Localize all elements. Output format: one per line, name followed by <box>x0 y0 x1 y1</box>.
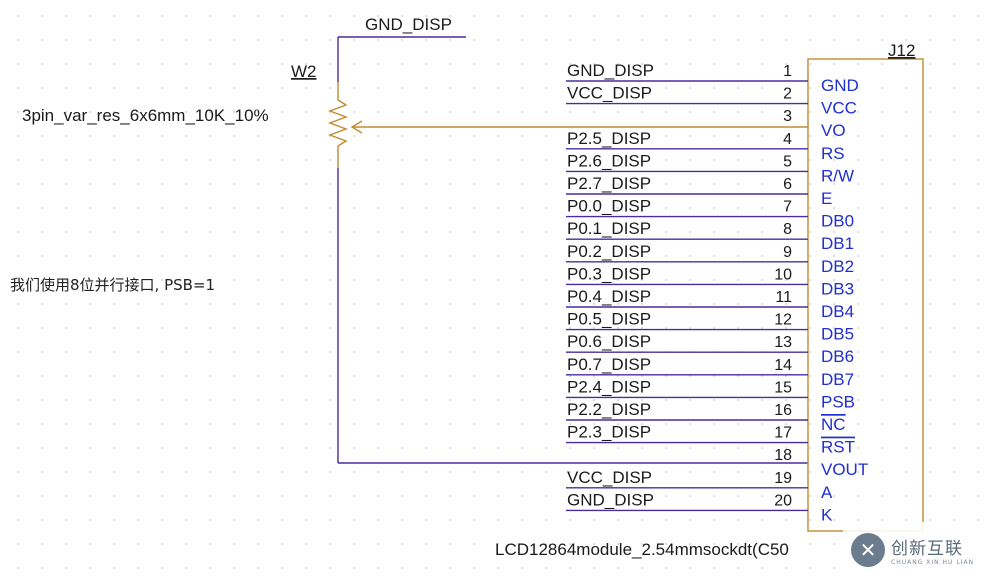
net-label: P0.1_DISP <box>567 219 651 238</box>
connector-designator: J12 <box>888 41 915 60</box>
net-label: GND_DISP <box>567 490 654 509</box>
pin-number: 17 <box>774 425 792 442</box>
pin-name: VCC <box>821 99 857 118</box>
pot-designator: W2 <box>291 62 317 81</box>
pin-number: 7 <box>783 199 792 216</box>
net-label: VCC_DISP <box>567 468 652 487</box>
net-label: P0.6_DISP <box>567 332 651 351</box>
pin-number: 13 <box>774 334 792 351</box>
pin-number: 10 <box>774 266 792 283</box>
pin-number: 11 <box>775 289 792 306</box>
pin-number: 3 <box>783 108 792 125</box>
net-label: P2.5_DISP <box>567 129 651 148</box>
pin-name: VOUT <box>821 460 868 479</box>
pot-top-net-label: GND_DISP <box>365 15 452 34</box>
pin-name: GND <box>821 76 859 95</box>
pin-name: VO <box>821 121 846 140</box>
net-label: P2.4_DISP <box>567 377 651 396</box>
net-label: P0.4_DISP <box>567 287 651 306</box>
pin-name: E <box>821 189 832 208</box>
pin-number: 4 <box>783 131 792 148</box>
net-label: GND_DISP <box>567 61 654 80</box>
pin-number: 19 <box>774 470 792 487</box>
pin-name: DB7 <box>821 370 854 389</box>
net-label: P0.0_DISP <box>567 197 651 216</box>
pin-name: RST <box>821 438 855 457</box>
pin-row-3[interactable]: 3VO <box>783 108 845 140</box>
pin-name: DB4 <box>821 302 854 321</box>
potentiometer-w2[interactable]: GND_DISP W2 3pin_var_res_6x6mm_10K_10% <box>22 15 808 464</box>
watermark: ✕ 创新互联 CHUANG XIN HU LIAN <box>843 522 990 577</box>
pin-name: DB2 <box>821 257 854 276</box>
pin-name: A <box>821 483 833 502</box>
pin-name: NC <box>821 415 846 434</box>
pin-number: 14 <box>774 357 792 374</box>
pin-number: 5 <box>783 153 792 170</box>
pin-row-19[interactable]: VCC_DISP 19A <box>566 468 833 502</box>
pin-number: 15 <box>774 379 792 396</box>
pin-name: DB5 <box>821 325 854 344</box>
pin-number: 16 <box>774 402 792 419</box>
pin-number: 8 <box>783 221 792 238</box>
pin-number: 18 <box>774 447 792 464</box>
pot-value: 3pin_var_res_6x6mm_10K_10% <box>22 106 269 125</box>
connector-part-name: LCD12864module_2.54mmsockdt(C50 <box>495 540 789 559</box>
pin-name: PSB <box>821 392 855 411</box>
net-label: VCC_DISP <box>567 84 652 103</box>
pin-row-6[interactable]: P2.7_DISP 6E <box>566 174 832 208</box>
pin-name: DB0 <box>821 212 854 231</box>
pin-row-4[interactable]: P2.5_DISP 4RS <box>566 129 845 163</box>
pin-name: RS <box>821 144 845 163</box>
pin-number: 9 <box>783 244 792 261</box>
pin-number: 12 <box>774 312 792 329</box>
pin-name: R/W <box>821 166 854 185</box>
resistor-zigzag <box>328 99 348 147</box>
net-label: P0.7_DISP <box>567 355 651 374</box>
watermark-subtext: CHUANG XIN HU LIAN <box>891 558 975 566</box>
net-label: P2.3_DISP <box>567 423 651 442</box>
pin-name: K <box>821 505 833 524</box>
pin-name: DB1 <box>821 234 854 253</box>
wiper-arrow-icon <box>350 120 363 134</box>
pin-number: 2 <box>783 86 792 103</box>
pin-number: 6 <box>783 176 792 193</box>
net-label: P0.5_DISP <box>567 310 651 329</box>
pin-name: DB6 <box>821 347 854 366</box>
logo-icon: ✕ <box>851 532 885 567</box>
net-label: P2.6_DISP <box>567 151 651 170</box>
net-label: P2.2_DISP <box>567 400 651 419</box>
pin-row-5[interactable]: P2.6_DISP 5R/W <box>566 151 854 185</box>
net-label: P2.7_DISP <box>567 174 651 193</box>
pin-name: DB3 <box>821 279 854 298</box>
pin-number: 1 <box>783 63 792 80</box>
interface-note: 我们使用8位并行接口, PSB=1 <box>10 276 216 294</box>
pin-number: 20 <box>774 492 792 509</box>
net-label: P0.2_DISP <box>567 242 651 261</box>
net-label: P0.3_DISP <box>567 264 651 283</box>
watermark-text: 创新互联 <box>891 538 963 559</box>
pin-row-20[interactable]: GND_DISP 20K <box>566 490 833 524</box>
